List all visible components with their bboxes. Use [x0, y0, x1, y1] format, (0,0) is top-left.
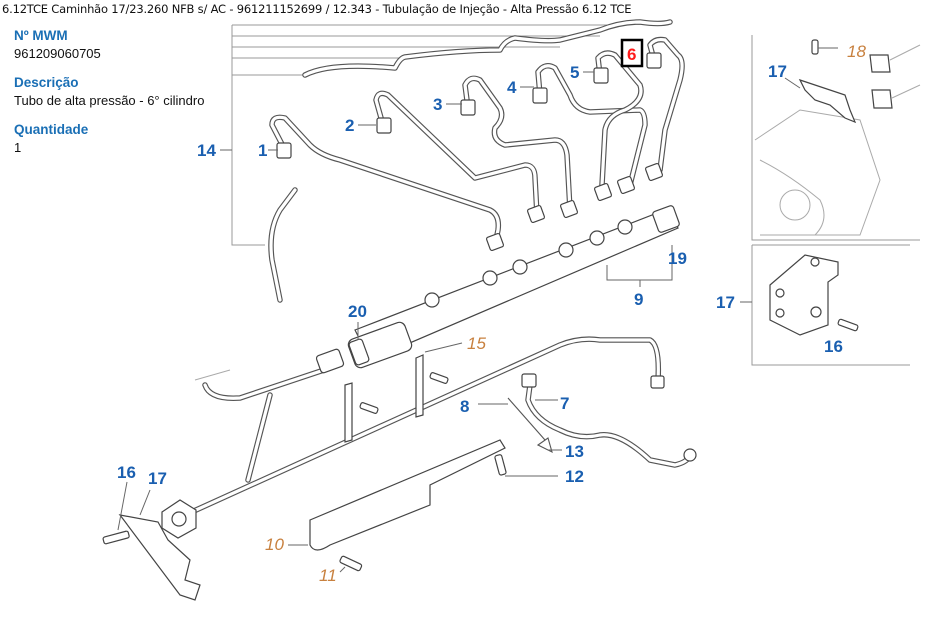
callout-11[interactable]: 11 — [319, 566, 337, 585]
callout-6-selected[interactable]: 6 — [627, 45, 636, 64]
common-rail — [347, 205, 680, 369]
callout-3[interactable]: 3 — [433, 95, 442, 114]
callout-1[interactable]: 1 — [258, 141, 267, 160]
description-label: Descrição — [14, 75, 79, 90]
part-number-label: Nº MWM — [14, 28, 68, 43]
callout-13[interactable]: 13 — [565, 442, 584, 461]
leak-off-hose — [268, 187, 298, 303]
selected-callout-box — [620, 38, 644, 68]
callout-2[interactable]: 2 — [345, 116, 354, 135]
quantity-label: Quantidade — [14, 122, 89, 137]
callout-14[interactable]: 14 — [197, 141, 216, 160]
description-value: Tubo de alta pressão - 6° cilindro — [14, 93, 205, 108]
part-info-panel: Nº MWM 961209060705 Descrição Tubo de al… — [14, 28, 204, 169]
callout-17-inset-bottom[interactable]: 17 — [716, 293, 735, 312]
feed-line — [161, 336, 665, 539]
callout-15[interactable]: 15 — [467, 334, 486, 353]
group-14-bracket — [220, 24, 620, 246]
part-number-value: 961209060705 — [14, 46, 101, 61]
callout-17[interactable]: 17 — [148, 469, 167, 488]
callout-10[interactable]: 10 — [265, 535, 284, 554]
bracket-17-lower — [102, 481, 201, 601]
callout-18[interactable]: 18 — [847, 42, 866, 61]
return-line-14 — [302, 19, 673, 78]
quantity-value: 1 — [14, 140, 22, 155]
injection-pipes — [269, 36, 685, 248]
callout-7[interactable]: 7 — [560, 394, 569, 413]
callouts: 1 2 3 4 5 6 7 8 9 10 11 12 13 14 15 16 1… — [117, 38, 866, 585]
page-title: 6.12TCE Caminhão 17/23.260 NFB s/ AC - 9… — [2, 2, 632, 16]
brackets-15 — [344, 342, 463, 443]
callout-4[interactable]: 4 — [507, 78, 517, 97]
callout-17-inset-top[interactable]: 17 — [768, 62, 787, 81]
bracket-10 — [288, 439, 558, 573]
callout-5[interactable]: 5 — [570, 63, 579, 82]
callout-19[interactable]: 19 — [668, 249, 687, 268]
callout-12[interactable]: 12 — [565, 467, 584, 486]
callout-16-inset[interactable]: 16 — [824, 337, 843, 356]
callout-8[interactable]: 8 — [460, 397, 469, 416]
callout-20[interactable]: 20 — [348, 302, 367, 321]
pipe-7 — [478, 373, 697, 468]
callout-9[interactable]: 9 — [634, 290, 643, 309]
inset-panel-top — [751, 35, 921, 241]
callout-16[interactable]: 16 — [117, 463, 136, 482]
inset-panel-bottom — [740, 244, 910, 366]
pipe-nuts — [276, 52, 664, 252]
